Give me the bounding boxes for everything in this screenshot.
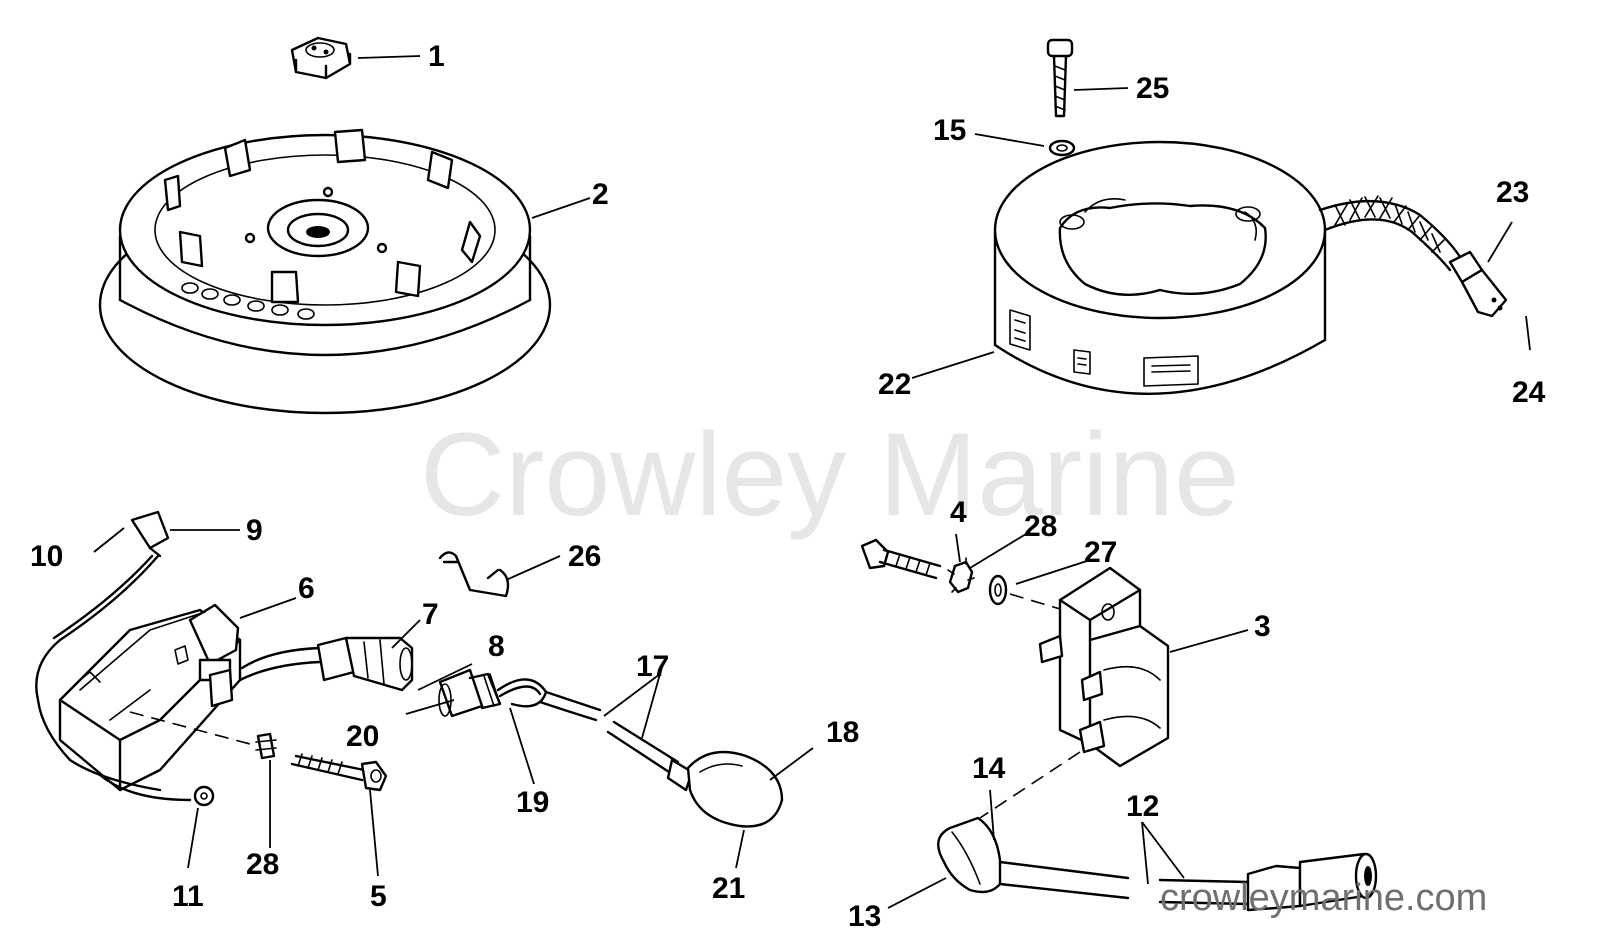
spring-clip-part-26[interactable] (438, 551, 510, 598)
connector-part-7-8[interactable] (316, 636, 414, 692)
label-3: 3 (1254, 610, 1271, 643)
spark-plug-cap-part-18-21[interactable] (666, 750, 784, 828)
alignment-line-boot (979, 751, 1081, 819)
watermark: Crowley Marine (420, 409, 1240, 541)
screw-part-4[interactable] (860, 538, 942, 580)
hex-nut-part-1[interactable] (290, 36, 352, 80)
label-6: 6 (298, 572, 315, 605)
terminal-boot-part-9-10[interactable] (130, 510, 170, 558)
wire-part-17[interactable] (538, 690, 680, 776)
washer-part-15[interactable] (1048, 139, 1076, 157)
label-20: 20 (346, 720, 379, 753)
lockwasher-part-28-right[interactable] (947, 557, 975, 594)
label-5: 5 (370, 880, 387, 913)
screw-part-5[interactable] (290, 753, 388, 792)
label-4: 4 (950, 496, 967, 529)
label-19: 19 (516, 786, 549, 819)
ignition-coil-part-3[interactable] (1038, 566, 1170, 768)
label-10: 10 (30, 540, 63, 573)
label-1: 1 (428, 40, 445, 73)
label-18: 18 (826, 716, 859, 749)
wire-loop-part-19[interactable] (496, 678, 548, 708)
label-21: 21 (712, 872, 745, 905)
label-22: 22 (878, 368, 911, 401)
label-14: 14 (972, 752, 1006, 785)
label-25: 25 (1136, 72, 1169, 105)
screw-part-25[interactable] (1046, 38, 1074, 118)
label-26: 26 (568, 540, 601, 573)
label-11: 11 (172, 880, 204, 913)
label-23: 23 (1496, 176, 1529, 209)
label-9: 9 (246, 514, 263, 547)
stator-part-22[interactable] (993, 140, 1464, 395)
label-13: 13 (848, 900, 881, 933)
label-12: 12 (1126, 790, 1159, 823)
label-28-left: 28 (246, 848, 279, 881)
connector-part-20[interactable] (438, 668, 502, 718)
label-15: 15 (933, 114, 966, 147)
label-27: 27 (1084, 536, 1117, 569)
lead-wire-part-12[interactable] (998, 852, 1378, 912)
label-17: 17 (636, 650, 669, 683)
leader-lines (93, 55, 1531, 909)
label-28-right: 28 (1024, 510, 1057, 543)
site-url: crowleymarine.com (1160, 877, 1487, 919)
label-24: 24 (1512, 376, 1546, 409)
washer-part-27[interactable] (988, 574, 1008, 606)
spark-plug-boot-part-13-14[interactable] (937, 816, 1002, 894)
part-labels: 1 2 25 15 23 24 22 9 10 6 7 8 26 17 18 2… (30, 40, 1546, 933)
label-7: 7 (422, 598, 439, 631)
flywheel-part-2[interactable] (98, 128, 552, 415)
power-pack-part-6[interactable] (35, 554, 322, 807)
stator-connector-part-23-24[interactable] (1448, 250, 1508, 318)
lockwasher-part-28-left[interactable] (255, 732, 277, 760)
label-2: 2 (592, 178, 609, 211)
label-8: 8 (488, 630, 505, 663)
